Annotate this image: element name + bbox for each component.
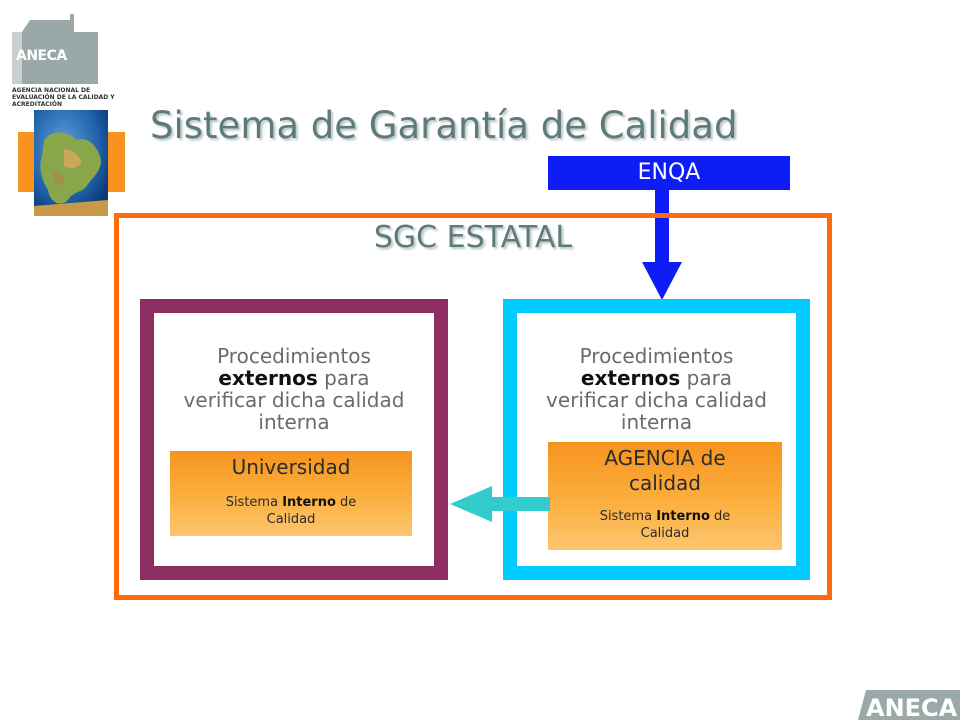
agency-box-top [548,442,782,504]
globe-frame-right [106,132,125,192]
sgc-estatal-frame [114,213,832,600]
university-panel [140,299,448,580]
page-title: Sistema de Garantía de Calidad [150,104,738,147]
globe-frame-left [18,132,36,192]
sub-text: Sistema [599,509,657,524]
arrow-down-icon [642,190,682,300]
enqa-box: ENQA [548,156,790,190]
proc-line: interna [620,410,693,434]
agency-box-bottom [548,504,782,550]
sub-bold: Interno [656,509,710,524]
aneca-logo-icon [12,14,98,84]
proc-line: externos para [150,367,438,389]
sub-text: de [709,509,731,524]
proc-line: externos para [513,367,800,389]
sgc-estatal-label: SGC ESTATAL [373,220,573,255]
agency-title-line: AGENCIA de [604,446,726,470]
university-box-subtitle: Sistema Interno de Calidad [180,494,402,528]
proc-after-bold: para [317,366,370,390]
proc-after-bold: para [680,366,733,390]
university-box [170,451,412,536]
footer-logo-name: ANECA [866,694,958,722]
proc-bold-word: externos [580,366,681,390]
proc-line: verificar dicha calidad [546,388,767,412]
agency-title-line: calidad [628,471,701,495]
sub-bold: Interno [282,495,336,510]
logo-subtitle: AGENCIA NACIONAL DE EVALUACIÓN DE LA CAL… [12,87,115,108]
proc-line: Procedimientos [217,344,371,368]
logo-name: ANECA [16,48,67,64]
agency-box-subtitle: Sistema Interno de Calidad [558,508,772,542]
proc-line: verificar dicha calidad [183,388,405,412]
university-box-title: Universidad [231,455,351,479]
sub-text: de [335,495,357,510]
proc-bold-word: externos [218,366,318,390]
aneca-footer-logo-icon [858,690,960,720]
proc-line: interna [258,410,330,434]
agency-box-title: AGENCIA de calidad [548,446,782,496]
sub-text: Calidad [266,512,316,527]
proc-line: Procedimientos [579,344,734,368]
sub-text: Sistema [225,495,283,510]
europe-globe-icon [34,110,108,216]
university-procedures-text: Procedimientos externos para verificar d… [150,345,438,433]
agency-procedures-text: Procedimientos externos para verificar d… [513,345,800,433]
sub-text: Calidad [640,526,690,541]
arrow-left-icon [450,486,550,522]
